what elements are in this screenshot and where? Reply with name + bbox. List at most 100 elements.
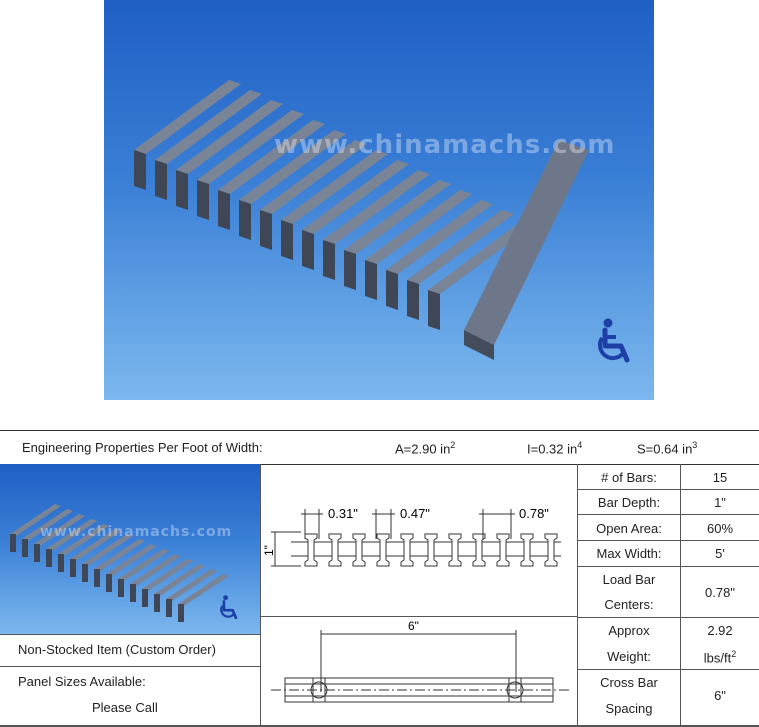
divider <box>577 669 759 670</box>
cross-bar-label-2: Spacing <box>605 701 653 716</box>
bar-profile <box>328 533 342 567</box>
thumbnail-bar <box>58 524 109 556</box>
grating-bar-end <box>386 270 398 310</box>
divider <box>577 566 759 567</box>
bar-profile-view <box>271 509 561 567</box>
thumbnail-bar-end <box>178 604 184 622</box>
thumbnail-bar <box>70 529 121 561</box>
bar-profile <box>352 533 366 567</box>
thumbnail-bar-end <box>166 599 172 617</box>
dim-opening: 0.47" <box>400 506 430 521</box>
grating-bar-top <box>302 160 409 234</box>
cross-bar-side-view <box>271 630 571 703</box>
grating-bar-top <box>239 130 346 204</box>
grating-bar-top <box>176 100 283 174</box>
grating-bar-end <box>365 260 377 300</box>
grating-bar-top <box>260 140 367 214</box>
divider <box>260 464 261 727</box>
grating-bar-end <box>218 190 230 230</box>
bar-profile <box>376 533 390 567</box>
depth-value: 1" <box>714 495 726 510</box>
divider <box>0 725 759 727</box>
max-width-label: Max Width: <box>596 546 662 561</box>
grating-bar-end <box>344 250 356 290</box>
thumbnail-bar-end <box>142 589 148 607</box>
grating-bar-end <box>176 170 188 210</box>
thumbnail-bar <box>142 559 193 591</box>
thumbnail-bar-end <box>82 564 88 582</box>
load-bar-label-1: Load Bar <box>602 572 656 587</box>
bar-profile <box>304 533 318 567</box>
watermark: www.chinamachs.com <box>274 130 616 160</box>
technical-drawing: 0.31" 0.47" 0.78" 1" 6" <box>262 506 571 703</box>
open-area-value: 60% <box>706 521 734 536</box>
divider <box>577 540 759 541</box>
thumbnail-bar-end <box>130 584 136 602</box>
grating-bar-end <box>197 180 209 220</box>
dim-cross-spacing: 6" <box>408 619 419 633</box>
panel-sizes-label: Panel Sizes Available: <box>18 674 146 689</box>
thumbnail-bar-end <box>154 594 160 612</box>
spec-table: Engineering Properties Per Foot of Width… <box>0 430 759 727</box>
area-value: A=2.90 in2 <box>395 440 456 457</box>
grating-bar-top <box>344 180 451 254</box>
bar-profile <box>544 533 558 567</box>
dim-depth: 1" <box>262 545 276 556</box>
wheelchair-icon <box>220 595 238 620</box>
grating-bar-top <box>365 190 472 264</box>
grating-bar-top <box>281 150 388 224</box>
cross-bar-side <box>464 330 494 360</box>
max-width-value: 5' <box>715 546 725 561</box>
dim-bar-width: 0.31" <box>328 506 358 521</box>
load-bar-label-2: Centers: <box>604 597 654 612</box>
weight-unit: lbs/ft2 <box>703 649 737 666</box>
thumbnail-bar-end <box>58 554 64 572</box>
thumbnail-bar-end <box>46 549 52 567</box>
grating-bar-end <box>428 290 440 330</box>
bar-profile <box>496 533 510 567</box>
divider <box>577 514 759 515</box>
thumbnail-bar <box>46 519 97 551</box>
depth-label: Bar Depth: <box>597 495 661 510</box>
cross-bar-label-1: Cross Bar <box>600 675 658 690</box>
grating-bar-top <box>407 210 514 284</box>
thumbnail-bar-end <box>22 539 28 557</box>
thumbnail-bar <box>154 564 205 596</box>
grating-bar-top <box>428 220 535 294</box>
bars-label: # of Bars: <box>601 470 657 485</box>
thumbnail-bar-end <box>106 574 112 592</box>
grating-thumbnail <box>10 504 229 622</box>
hero-image: www.chinamachs.com <box>104 0 654 400</box>
grating-bar-top <box>134 80 241 154</box>
cross-bar-value: 6" <box>714 688 726 703</box>
bar-profile <box>520 533 534 567</box>
thumbnail-bar <box>22 509 73 541</box>
open-area-label: Open Area: <box>596 521 662 536</box>
thumbnail-bar <box>34 514 85 546</box>
grating-bar-top <box>386 200 493 274</box>
divider <box>260 616 577 617</box>
thumbnail-bar-end <box>118 579 124 597</box>
grating-bar-end <box>134 150 146 190</box>
thumbnail-bar <box>118 549 169 581</box>
load-bar-value: 0.78" <box>705 585 735 600</box>
grating-bar-end <box>281 220 293 260</box>
dim-centers: 0.78" <box>519 506 549 521</box>
divider <box>577 617 759 618</box>
bar-profile <box>424 533 438 567</box>
cross-bar <box>464 140 589 345</box>
grating-bar-top <box>197 110 304 184</box>
thumbnail-watermark: www.chinamachs.com <box>40 524 233 540</box>
grating-illustration <box>134 80 589 360</box>
thumbnail-bar <box>130 554 181 586</box>
grating-bar-top <box>218 120 325 194</box>
bars-value: 15 <box>712 470 728 485</box>
divider <box>0 634 260 635</box>
grating-bar-end <box>260 210 272 250</box>
bar-profile <box>448 533 462 567</box>
thumbnail-bar-end <box>94 569 100 587</box>
bar-profile <box>472 533 486 567</box>
thumbnail-bar-end <box>10 534 16 552</box>
engineering-properties-row: Engineering Properties Per Foot of Width… <box>0 430 759 465</box>
thumbnail-bar <box>10 504 61 536</box>
